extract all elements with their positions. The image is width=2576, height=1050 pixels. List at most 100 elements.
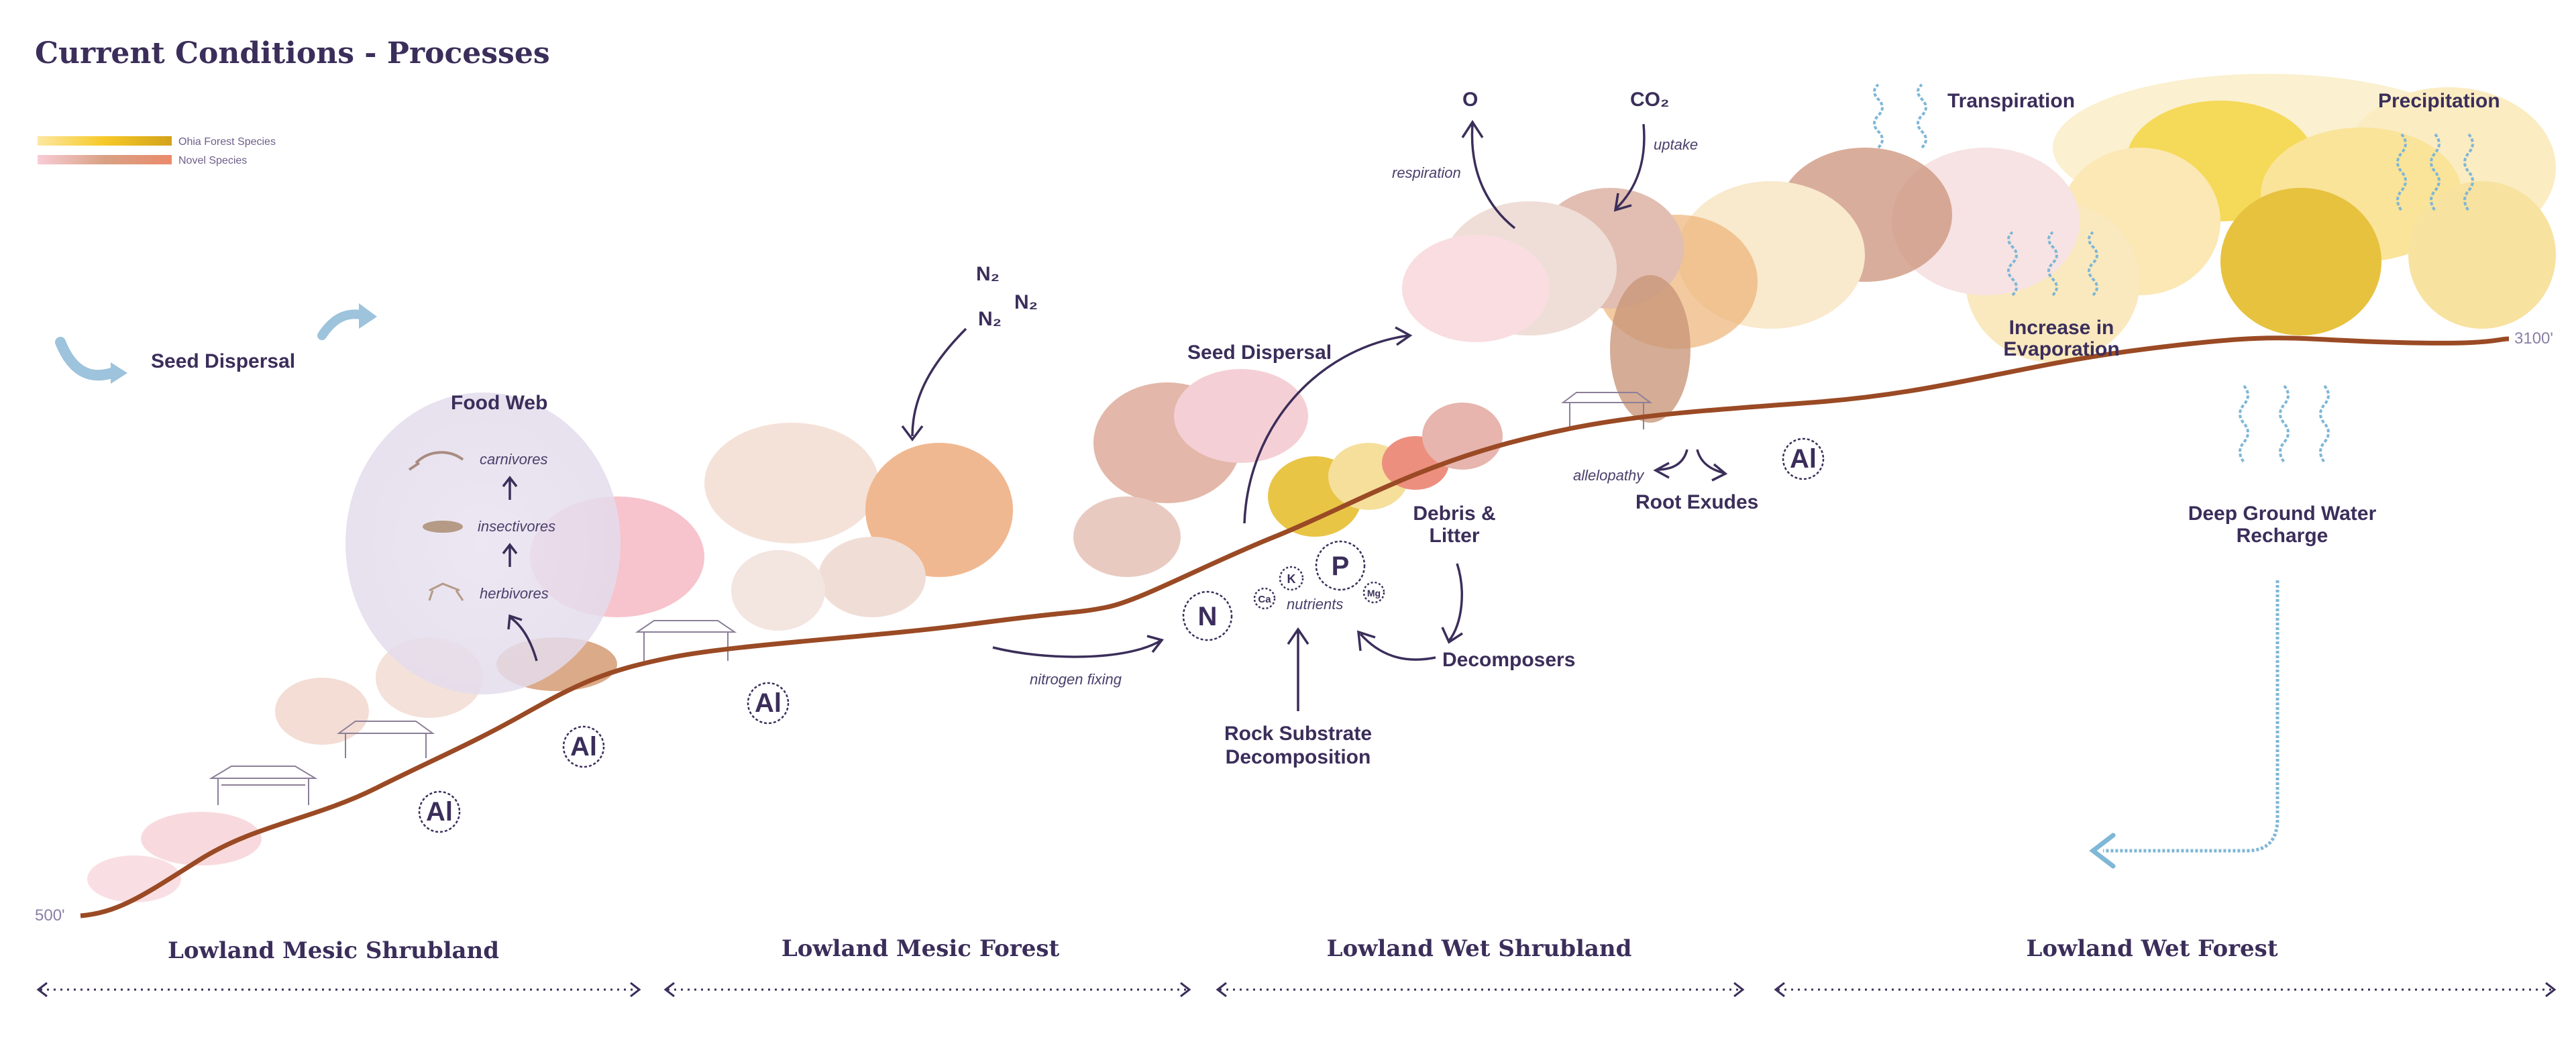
zone-label: Lowland Mesic Forest: [782, 935, 1060, 962]
zone-extent-arrows: [1216, 982, 1745, 998]
groundwater-flow-arrow: [2103, 580, 2279, 853]
zone-extent-arrows: [1774, 982, 2557, 998]
evaporation-label-2: Evaporation: [2003, 338, 2119, 360]
food-web-title: Food Web: [451, 392, 547, 414]
root-exudes-label: Root Exudes: [1635, 491, 1758, 513]
canopy-blob: [141, 812, 262, 865]
carnivores-label: carnivores: [480, 451, 547, 468]
rock-substrate-label: Rock Substrate: [1224, 723, 1372, 745]
seep-squiggle: [2239, 384, 2249, 464]
canopy-blob: [2408, 181, 2556, 329]
transpiration-icon: [1873, 83, 1927, 149]
canopy-blob: [1073, 496, 1181, 577]
magnesium-circle: [1362, 581, 1385, 604]
legend-label-ohia: Ohia Forest Species: [178, 136, 276, 148]
elevation-high: 3100': [2514, 329, 2553, 348]
zones: Lowland Mesic Shrubland Lowland Mesic Fo…: [36, 935, 2557, 998]
phosphorus-circle: [1315, 540, 1366, 591]
calcium-symbol: Ca: [1258, 594, 1271, 605]
canopy-blob: [865, 443, 1013, 577]
insectivores-label: insectivores: [478, 518, 555, 535]
canopy-blob: [731, 550, 825, 631]
house-icon: [336, 721, 435, 758]
food-web-arrow: [502, 543, 518, 567]
zone-label: Lowland Wet Shrubland: [1327, 935, 1632, 962]
allelopathy-arrow: [1653, 449, 1688, 479]
vapor-squiggle: [2007, 231, 2018, 297]
groundwater-icon: [2239, 384, 2330, 464]
zone-label: Lowland Wet Forest: [2026, 935, 2277, 962]
aluminum-circle: [1782, 437, 1825, 480]
groundwater-label: Deep Ground Water: [2188, 503, 2377, 525]
vegetation: [87, 74, 2556, 902]
calcium-circle: [1253, 587, 1276, 610]
insect-icon: [428, 582, 464, 601]
aluminum-circle: [418, 790, 461, 833]
debris-arrow: [1441, 563, 1463, 644]
precipitation-label: Precipitation: [2378, 90, 2500, 112]
seed-dispersal-arrow: [1243, 326, 1413, 524]
ground-profile: [80, 335, 2510, 918]
oxygen-label: O: [1462, 89, 1478, 111]
page-title: Current Conditions - Processes: [35, 36, 550, 70]
evaporation-label: Increase in: [2009, 317, 2114, 339]
canopy-blob: [1174, 369, 1308, 463]
aluminum-label: Al: [570, 732, 597, 762]
vapor-squiggle: [2088, 231, 2098, 297]
seed-dispersal-mid-label: Seed Dispersal: [1187, 342, 1332, 364]
bird-icon: [423, 521, 463, 533]
aluminum-label: Al: [426, 797, 453, 827]
food-web-arrow: [507, 614, 538, 662]
wind-arrow-icon: [359, 303, 377, 329]
herbivores-label: herbivores: [480, 585, 549, 602]
fox-icon: [408, 451, 464, 471]
groundwater-arrowhead-icon: [2089, 833, 2116, 869]
evaporation-icon: [2007, 231, 2098, 297]
debris-litter-label: Debris &: [1413, 503, 1495, 525]
decomposers-arrow: [1356, 630, 1436, 661]
canopy-blob: [275, 678, 369, 745]
root-exudes-arrow: [1696, 449, 1728, 482]
n2-label: N₂: [978, 308, 1002, 330]
uptake-arrow: [1613, 123, 1646, 212]
n2-label: N₂: [976, 263, 1000, 285]
legend: Ohia Forest Species Novel Species: [38, 136, 276, 166]
canopy-blob: [87, 855, 181, 902]
debris-litter-label-2: Litter: [1430, 525, 1480, 547]
legend-label-novel: Novel Species: [178, 155, 247, 166]
legend-swatch-ohia: [38, 136, 172, 146]
vapor-squiggle: [1873, 83, 1884, 149]
phosphorus-symbol: P: [1332, 552, 1350, 581]
zone-extent-arrows: [663, 982, 1191, 998]
canopy-blob: [1402, 235, 1550, 342]
aluminum-label: Al: [755, 688, 782, 718]
rock-decomposition-arrow: [1287, 627, 1309, 711]
rock-substrate-label-2: Decomposition: [1226, 746, 1371, 768]
zone-label: Lowland Mesic Shrubland: [168, 937, 499, 964]
respiration-label: respiration: [1392, 164, 1461, 181]
canopy-blob: [2220, 188, 2381, 335]
food-web-bubble: [345, 392, 621, 694]
potassium-symbol: K: [1287, 572, 1296, 586]
aluminum-circle: [562, 725, 605, 768]
nitrogen-fixing-arrow: [992, 635, 1164, 658]
elevation-low: 500': [35, 906, 65, 925]
magnesium-symbol: Mg: [1367, 588, 1381, 598]
canopy-blob: [1422, 403, 1503, 470]
aluminum-markers: Al Al Al Al: [418, 437, 1825, 833]
canopy-blob: [704, 423, 879, 543]
seep-squiggle: [2319, 384, 2330, 464]
house-icon: [635, 620, 737, 661]
legend-swatch-novel: [38, 155, 172, 164]
wind-arrow-icon: [111, 362, 127, 384]
decomposers-label: Decomposers: [1442, 649, 1575, 671]
nitrogen-circle: [1182, 590, 1233, 641]
n2-label: N₂: [1014, 291, 1038, 313]
transpiration-label: Transpiration: [1947, 90, 2075, 112]
nitrogen-arrow: [901, 327, 967, 441]
groundwater-label-2: Recharge: [2237, 525, 2328, 547]
respiration-arrow: [1461, 119, 1516, 229]
seep-squiggle: [2279, 384, 2290, 464]
food-web-arrow: [502, 476, 518, 500]
